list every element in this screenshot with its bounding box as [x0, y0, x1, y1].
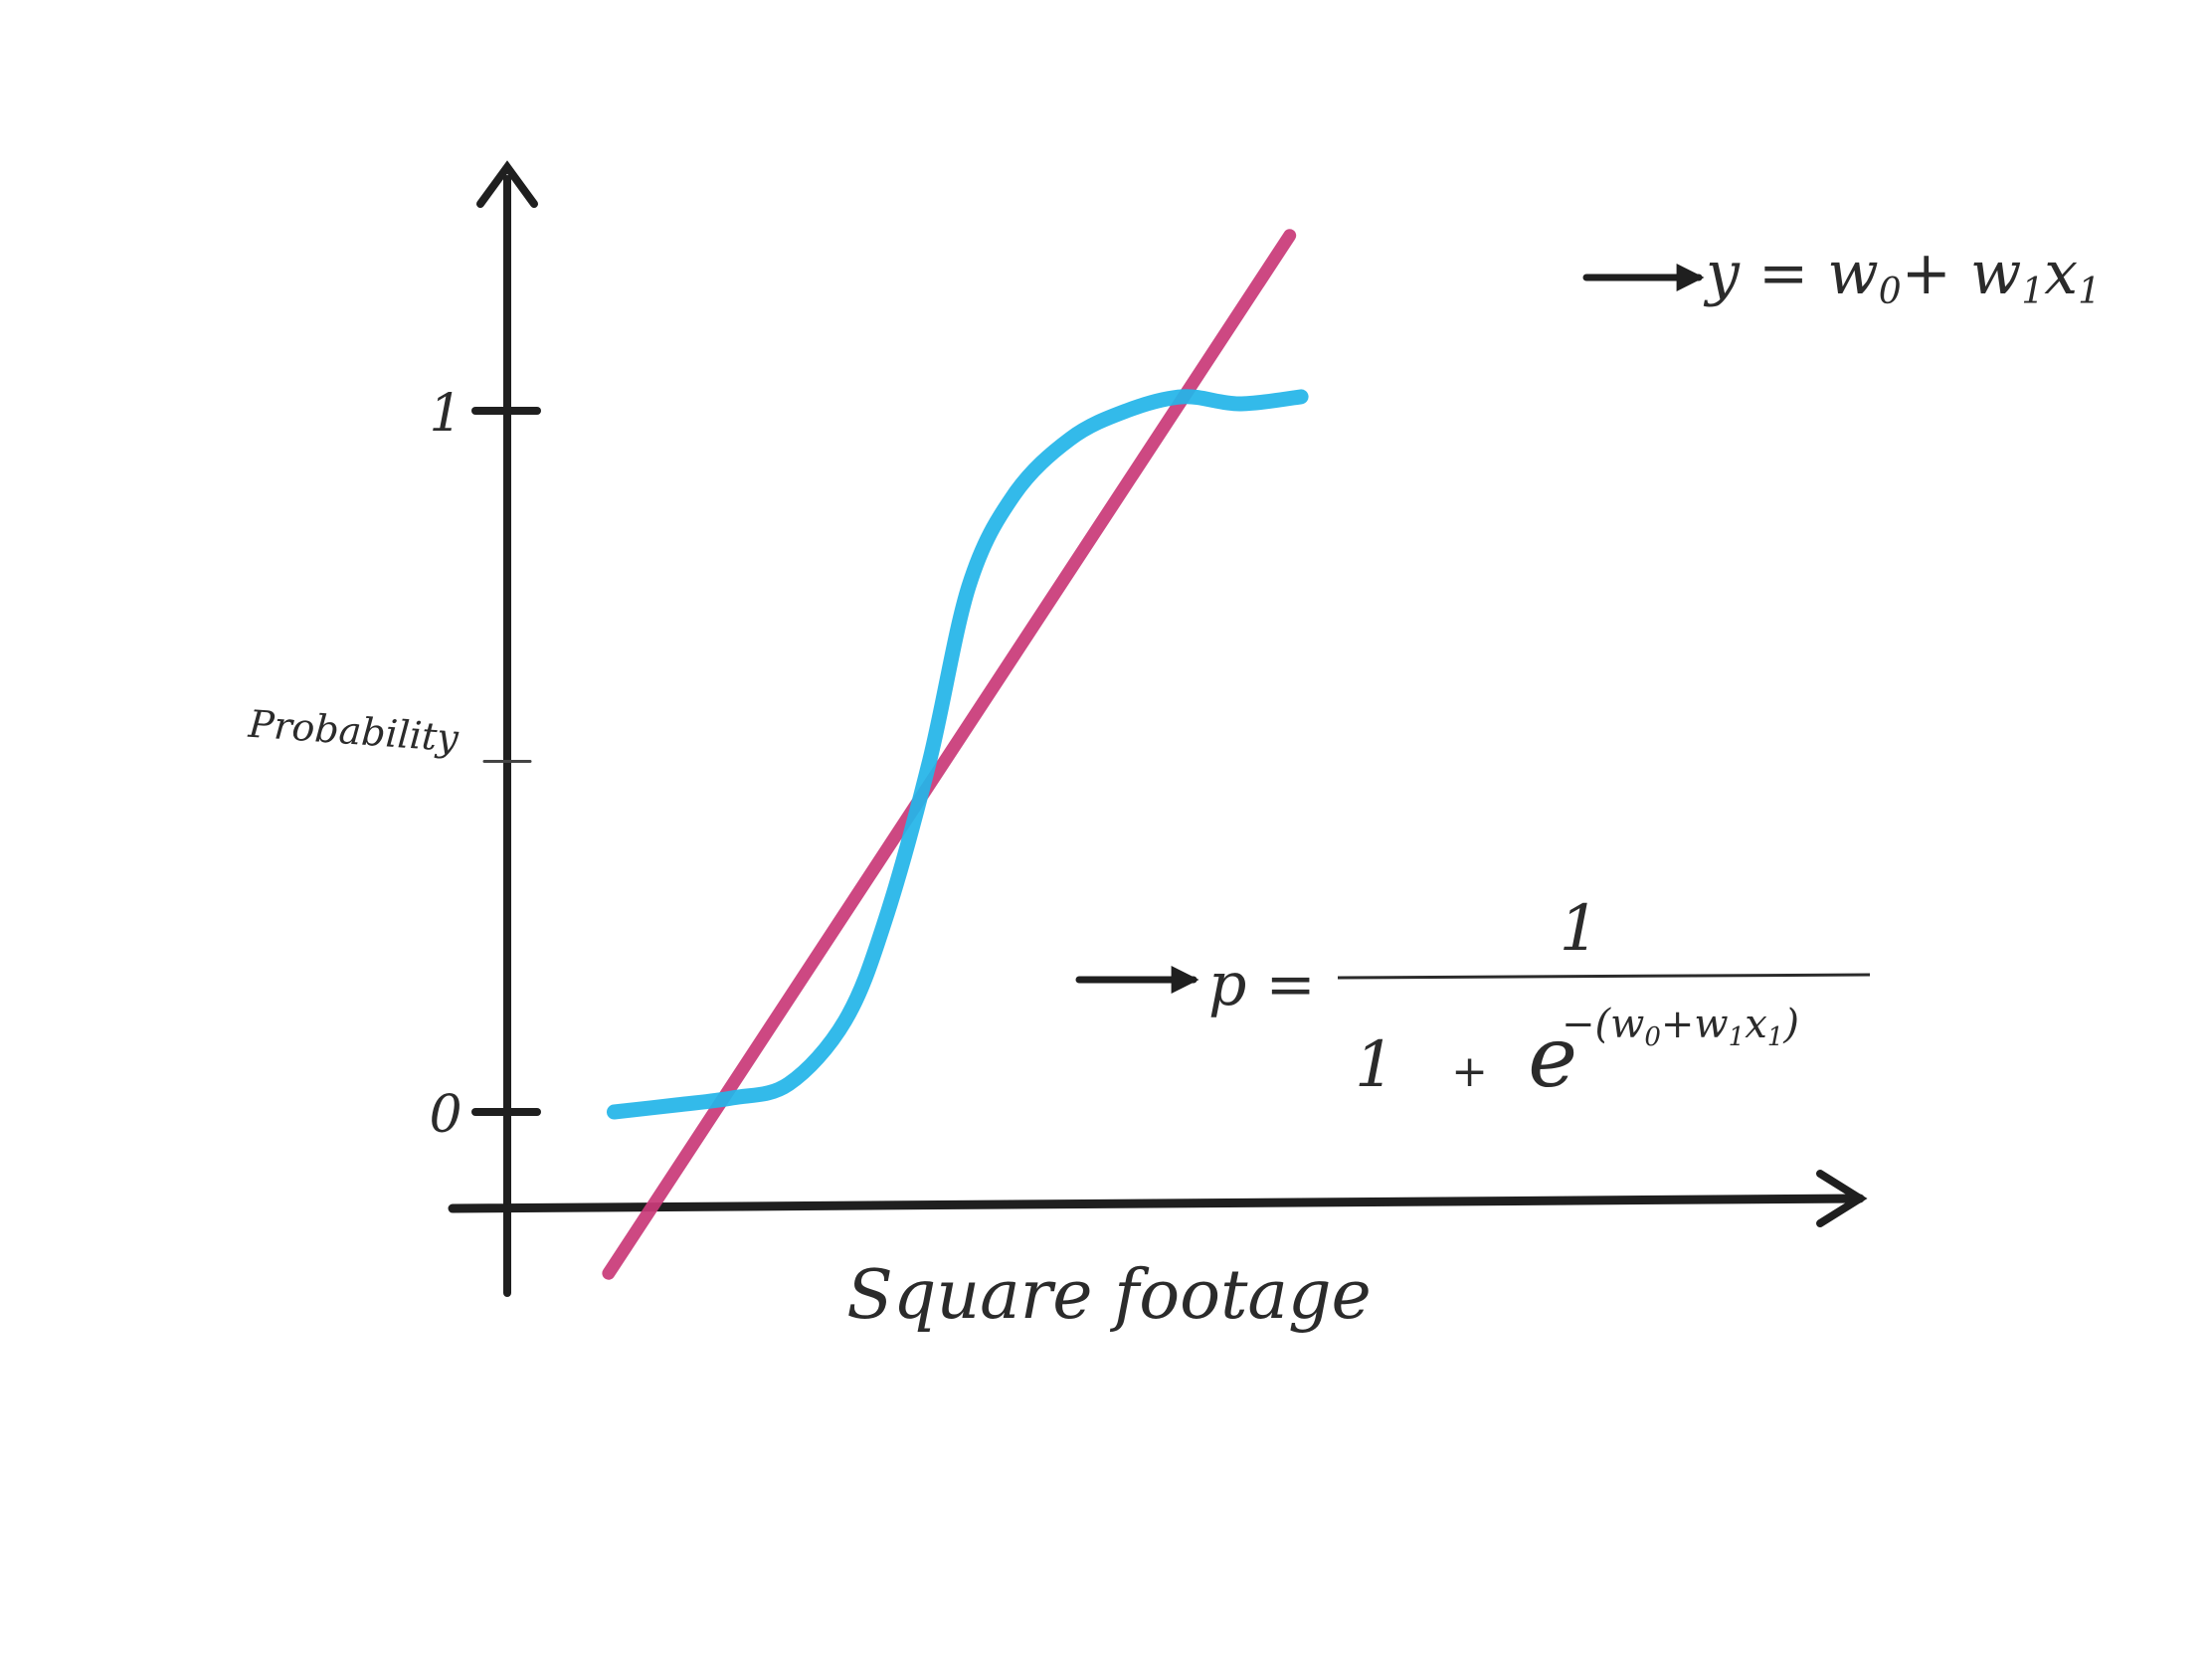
y-axis-arrowhead-icon	[476, 160, 538, 208]
equation-w: w	[1970, 239, 2021, 308]
y-axis-label: Probability	[247, 702, 461, 761]
equation-subscript: 0	[1879, 272, 1902, 312]
x-axis-label: Square footage	[846, 1256, 1372, 1335]
denominator-plus: +	[1451, 1046, 1488, 1097]
exponent-part: x	[1745, 1002, 1767, 1047]
equation-w: w	[1827, 239, 1878, 308]
y-tick-label: 1	[429, 384, 461, 444]
exponent-subscript: 1	[1729, 1022, 1746, 1052]
y-ticks: 01	[429, 384, 541, 1145]
exponent-part: +w	[1661, 1002, 1729, 1047]
equation-subscript: 1	[2078, 272, 2101, 312]
logistic-lhs: p =	[1208, 950, 1316, 1019]
denominator-one: 1	[1355, 1028, 1395, 1102]
y-tick-label: 0	[429, 1085, 461, 1145]
linear-equation-annotation: y = w0+ w1x1	[1582, 239, 2101, 312]
equation-y: y	[1703, 239, 1741, 308]
exponent-part: −(w	[1562, 1002, 1644, 1047]
equation-plus: +	[1902, 239, 1951, 308]
linear-equation: y = w0+ w1x1	[1703, 239, 2101, 312]
sigmoid-curve	[607, 389, 1309, 1120]
exponent-part: )	[1782, 1002, 1799, 1047]
logistic-numerator: 1	[1560, 892, 1600, 966]
fraction-bar	[1337, 973, 1871, 980]
axes	[448, 160, 1868, 1297]
logistic-equation-annotation: p = 1 1 + e −(w0+w1x1)	[1075, 892, 1871, 1106]
equation-x: x	[2044, 239, 2078, 308]
denominator-e: e	[1528, 1009, 1577, 1106]
exponent-subscript: 0	[1644, 1022, 1661, 1052]
plot-series	[602, 229, 1309, 1280]
x-axis	[448, 1194, 1865, 1213]
x-axis-arrowhead-icon	[1816, 1170, 1868, 1227]
equation-equals: =	[1758, 239, 1808, 308]
logistic-denominator: 1 + e	[1355, 1009, 1577, 1106]
exponent-subscript: 1	[1767, 1022, 1784, 1052]
logistic-exponent: −(w0+w1x1)	[1562, 1002, 1799, 1052]
equation-subscript: 1	[2021, 272, 2044, 312]
